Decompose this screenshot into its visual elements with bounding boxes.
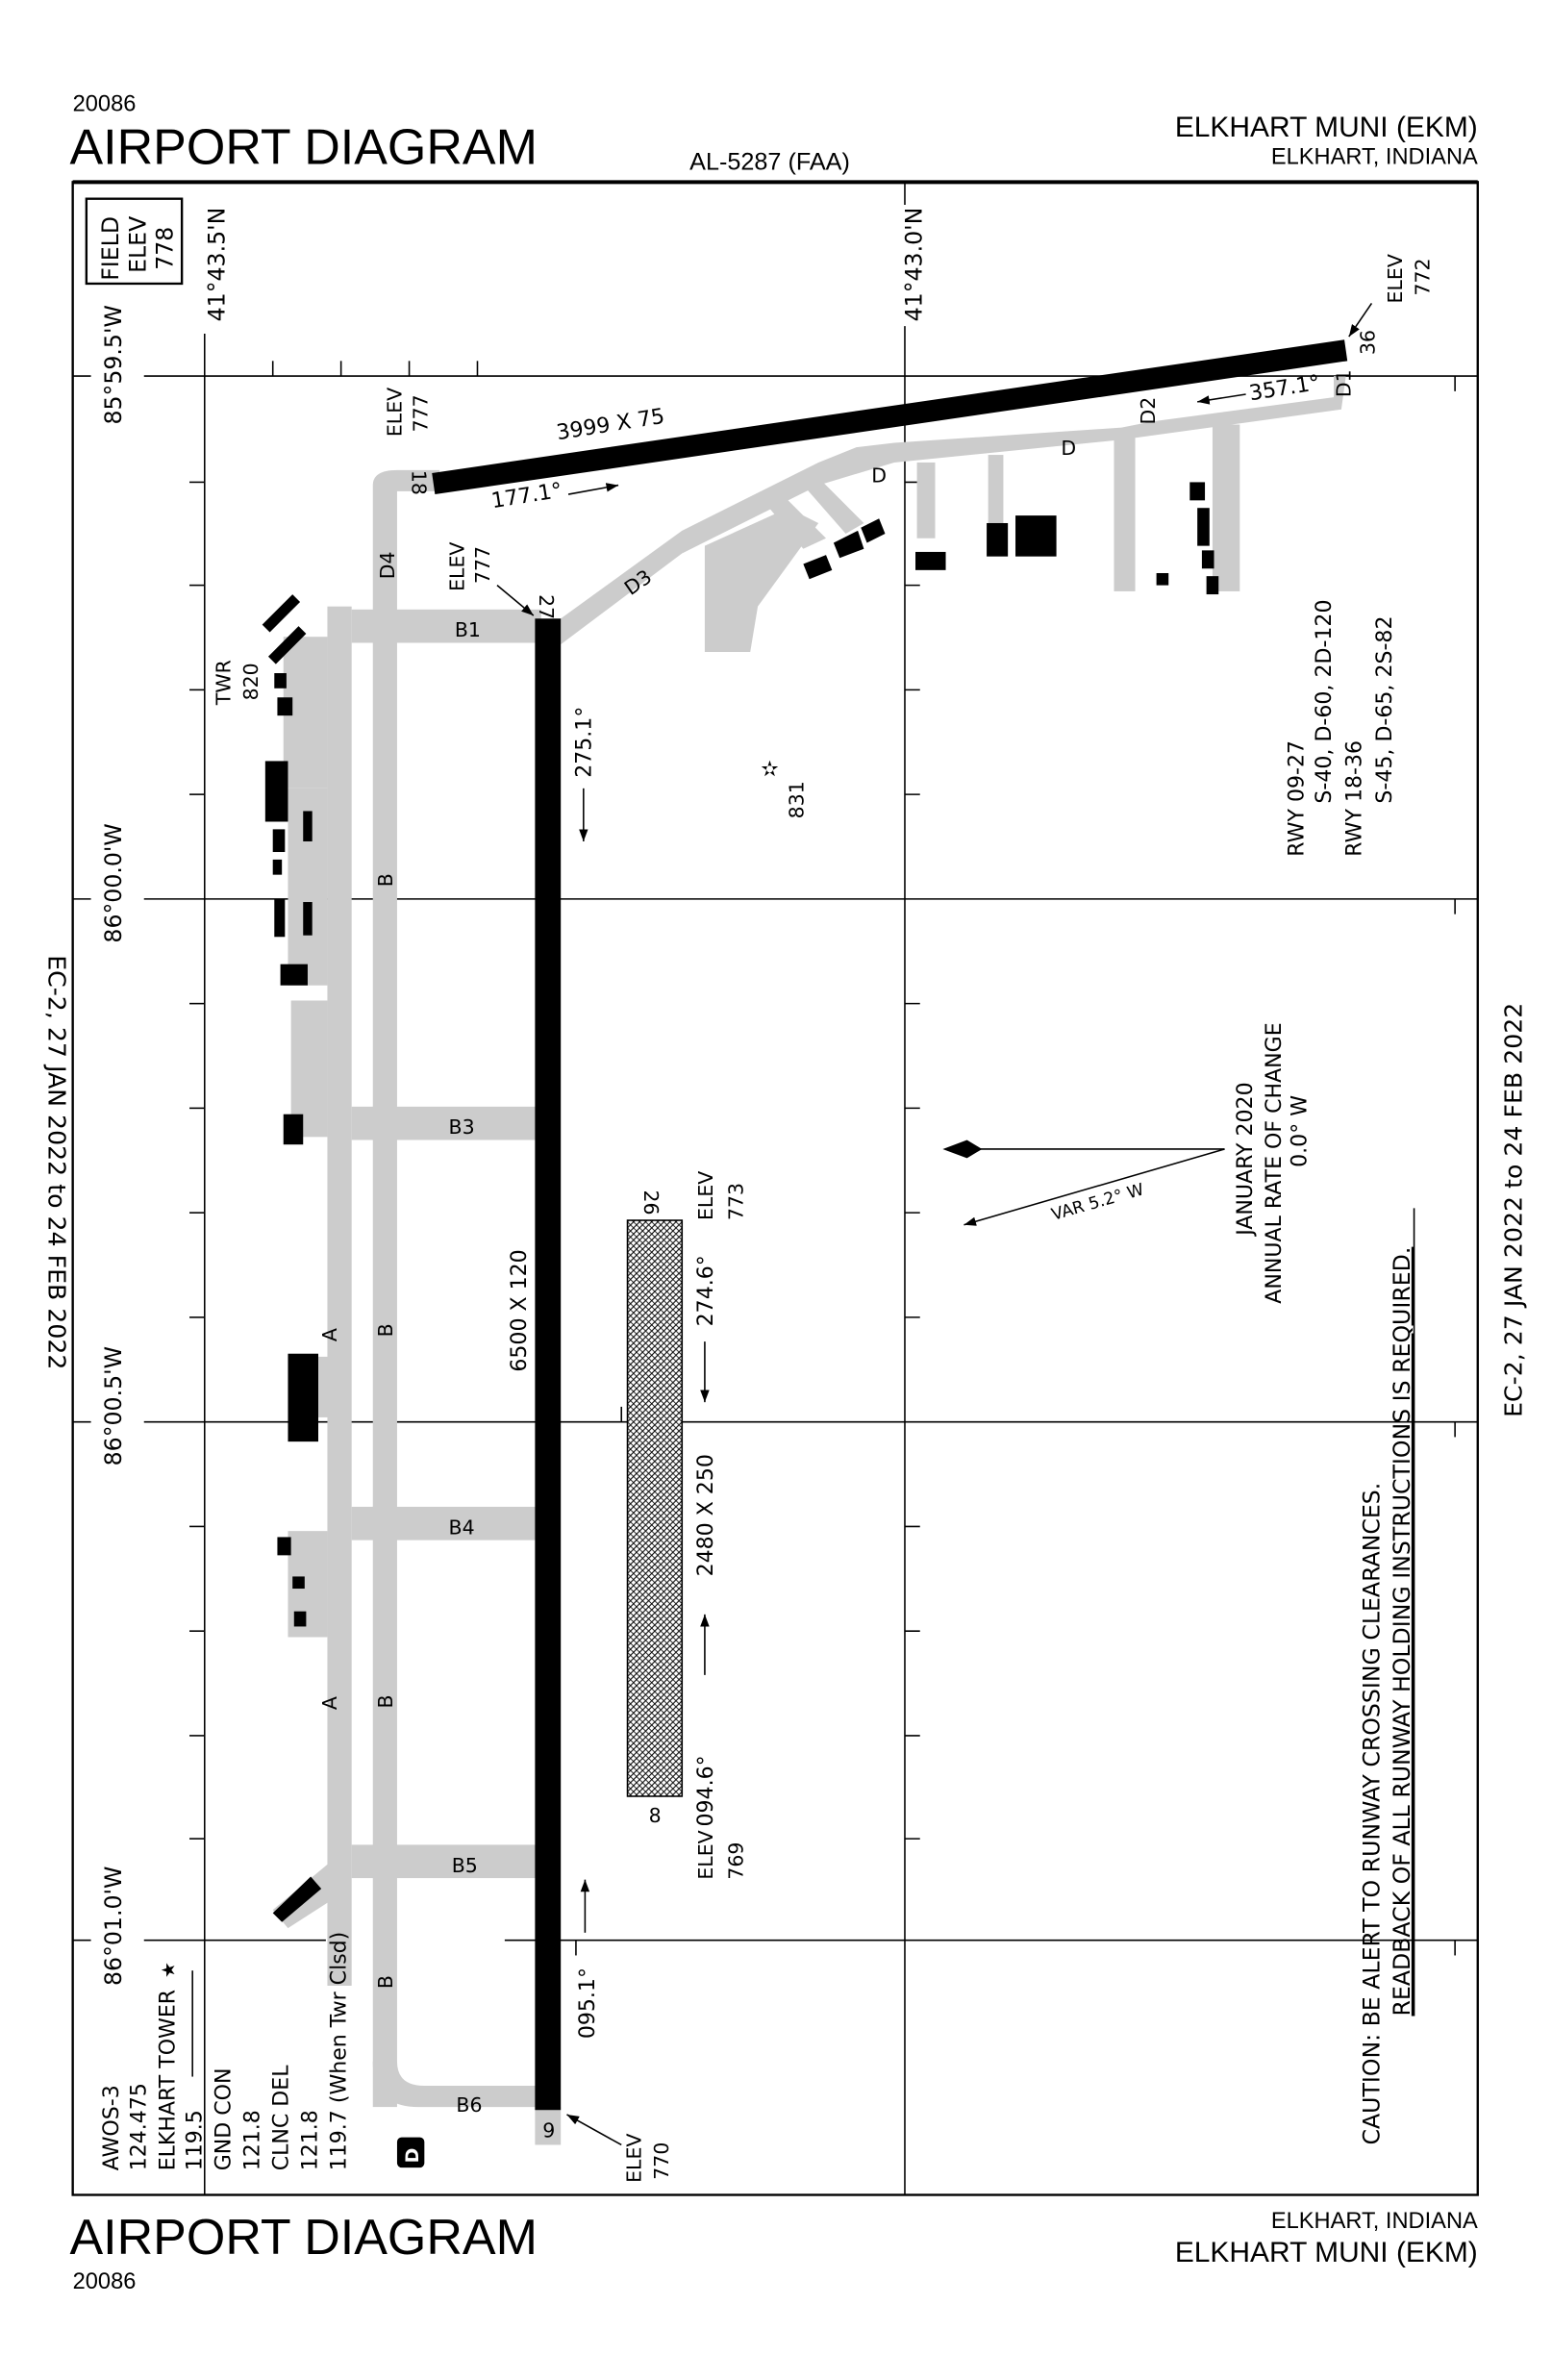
svg-text:B5: B5: [452, 1854, 478, 1877]
svg-text:CLNC DEL: CLNC DEL: [269, 2065, 293, 2170]
svg-text:124.475: 124.475: [127, 2083, 151, 2170]
chart-title-top: AIRPORT DIAGRAM: [70, 119, 538, 175]
obstacle-icon: ✫: [761, 758, 778, 782]
svg-text:S-45, D-65, 2S-82: S-45, D-65, 2S-82: [1373, 616, 1397, 804]
rwy-9-end: 9: [542, 2119, 555, 2142]
svg-text:B6: B6: [456, 2093, 482, 2117]
svg-text:ANNUAL RATE OF CHANGE: ANNUAL RATE OF CHANGE: [1263, 1022, 1287, 1303]
svg-text:B4: B4: [449, 1516, 475, 1539]
svg-text:773: 773: [724, 1183, 747, 1220]
rwy-18-36-dims: 3999 X 75: [555, 405, 666, 445]
runway-strength: RWY 09-27 S-40, D-60, 2D-120 RWY 18-36 S…: [1286, 600, 1397, 857]
lat-label-left: 41°43.5'N: [203, 208, 230, 322]
svg-text:ELKHART TOWER: ELKHART TOWER: [156, 1990, 180, 2170]
svg-text:D4: D4: [376, 551, 399, 579]
svg-text:JANUARY 2020: JANUARY 2020: [1234, 1082, 1258, 1237]
location-top: ELKHART, INDIANA: [1271, 144, 1478, 169]
svg-text:ELEV: ELEV: [623, 2134, 646, 2183]
svg-text:ELEV: ELEV: [1384, 254, 1407, 303]
taxiway-labels: A A B B B B B1 B3 B4 B5 B6 D D D1 D2 D3 …: [318, 369, 1355, 2116]
svg-text:B: B: [374, 873, 397, 887]
true-north-arrow-icon: [942, 1140, 983, 1159]
svg-text:770: 770: [650, 2142, 673, 2180]
fuel-available-icon: D: [396, 2137, 425, 2168]
lat-lon-grid: [72, 182, 1478, 2195]
rwy-27-hdg: 275.1°: [573, 707, 597, 778]
svg-text:B3: B3: [449, 1115, 475, 1139]
rwy-18-end: 18: [408, 470, 431, 495]
tower-label: TWR: [213, 660, 236, 706]
svg-text:RWY 09-27: RWY 09-27: [1286, 740, 1310, 857]
rwy-9-27-dims: 6500 X 120: [508, 1249, 532, 1371]
runway-8-26-turf: [626, 1219, 684, 1797]
field-elevation-box: FIELD ELEV 778: [85, 197, 184, 286]
lat-label-right: 41°43.0'N: [900, 208, 927, 322]
comm-frequencies: AWOS-3 124.475 ELKHART TOWER ★ 119.5 GND…: [100, 1932, 351, 2171]
svg-text:D: D: [871, 463, 887, 487]
rwy-9-hdg: 095.1°: [576, 1967, 600, 2039]
lon-label-1: 85°59.5'W: [100, 305, 127, 424]
svg-text:GND CON: GND CON: [213, 2067, 237, 2170]
lon-label-4: 86°01.0'W: [100, 1866, 127, 1986]
svg-text:D1: D1: [1332, 369, 1355, 397]
rwy-8-26-dims: 2480 X 250: [694, 1454, 718, 1576]
rwy-36-end: 36: [1357, 330, 1380, 355]
svg-text:S-40, D-60, 2D-120: S-40, D-60, 2D-120: [1313, 600, 1337, 804]
svg-text:769: 769: [724, 1842, 747, 1880]
svg-text:FIELD: FIELD: [97, 216, 124, 281]
location-bottom: ELKHART, INDIANA: [1271, 2209, 1478, 2234]
runway-9-27: [535, 618, 562, 2111]
caution-line-1: CAUTION: BE ALERT TO RUNWAY CROSSING CLE…: [1358, 1483, 1385, 2145]
svg-text:A: A: [318, 1328, 341, 1341]
svg-text:RWY 18-36: RWY 18-36: [1342, 740, 1366, 857]
tower-elev: 820: [239, 663, 263, 700]
airport-name-top: ELKHART MUNI (EKM): [1175, 112, 1478, 143]
svg-text:D2: D2: [1137, 397, 1160, 425]
airport-name-bottom: ELKHART MUNI (EKM): [1175, 2237, 1478, 2268]
svg-text:D: D: [402, 2148, 423, 2164]
chart-title-bottom: AIRPORT DIAGRAM: [70, 2210, 538, 2266]
rwy-26-end: 26: [639, 1190, 663, 1215]
svg-text:772: 772: [1411, 258, 1434, 295]
rwy-8-end: 8: [649, 1804, 662, 1827]
lon-label-2: 86°00.0'W: [100, 823, 127, 942]
magnetic-variation: VAR 5.2° W JANUARY 2020 ANNUAL RATE OF C…: [942, 1022, 1313, 1304]
effective-dates-left: EC-2, 27 JAN 2022 to 24 FEB 2022: [42, 955, 70, 1369]
rwy-27-end: 27: [535, 594, 558, 619]
lon-label-3: 86°00.5'W: [100, 1346, 127, 1466]
runway-18-36: [432, 339, 1348, 495]
taxiways: [272, 376, 1346, 2145]
procedure-id: AL-5287 (FAA): [689, 149, 850, 176]
svg-text:B1: B1: [455, 618, 481, 641]
svg-text:B: B: [374, 1323, 397, 1337]
svg-text:119.5: 119.5: [184, 2110, 208, 2170]
svg-text:777: 777: [409, 394, 432, 432]
svg-text:121.8: 121.8: [241, 2110, 265, 2170]
svg-text:B: B: [374, 1694, 397, 1708]
tower-star-icon: ★: [158, 1962, 179, 1978]
caution-line-2: READBACK OF ALL RUNWAY HOLDING INSTRUCTI…: [1389, 1247, 1415, 2017]
svg-text:119.7 (When Twr Clsd): 119.7 (When Twr Clsd): [327, 1932, 351, 2171]
svg-text:A: A: [318, 1696, 341, 1710]
svg-text:778: 778: [152, 227, 179, 270]
svg-text:274.6°: 274.6°: [694, 1255, 718, 1326]
svg-text:VAR 5.2° W: VAR 5.2° W: [1049, 1180, 1146, 1225]
svg-text:ELEV: ELEV: [694, 1171, 717, 1220]
svg-text:ELEV: ELEV: [694, 1830, 717, 1879]
buildings: [262, 482, 1219, 1922]
svg-text:D: D: [1061, 437, 1076, 460]
svg-text:ELEV: ELEV: [445, 542, 468, 591]
svg-text:ELEV: ELEV: [124, 216, 151, 273]
svg-text:ELEV: ELEV: [384, 388, 407, 437]
chart-number-top: 20086: [73, 91, 137, 116]
svg-text:094.6°: 094.6°: [694, 1755, 718, 1826]
svg-text:B: B: [374, 1975, 397, 1989]
effective-dates-right: EC-2, 27 JAN 2022 to 24 FEB 2022: [1499, 1003, 1527, 1417]
svg-text:0.0° W: 0.0° W: [1289, 1095, 1313, 1167]
obstacle-elev: 831: [785, 781, 808, 818]
svg-text:121.8: 121.8: [298, 2110, 322, 2170]
svg-text:777: 777: [471, 546, 494, 584]
svg-text:AWOS-3: AWOS-3: [100, 2085, 124, 2170]
chart-number-bottom: 20086: [73, 2269, 137, 2294]
